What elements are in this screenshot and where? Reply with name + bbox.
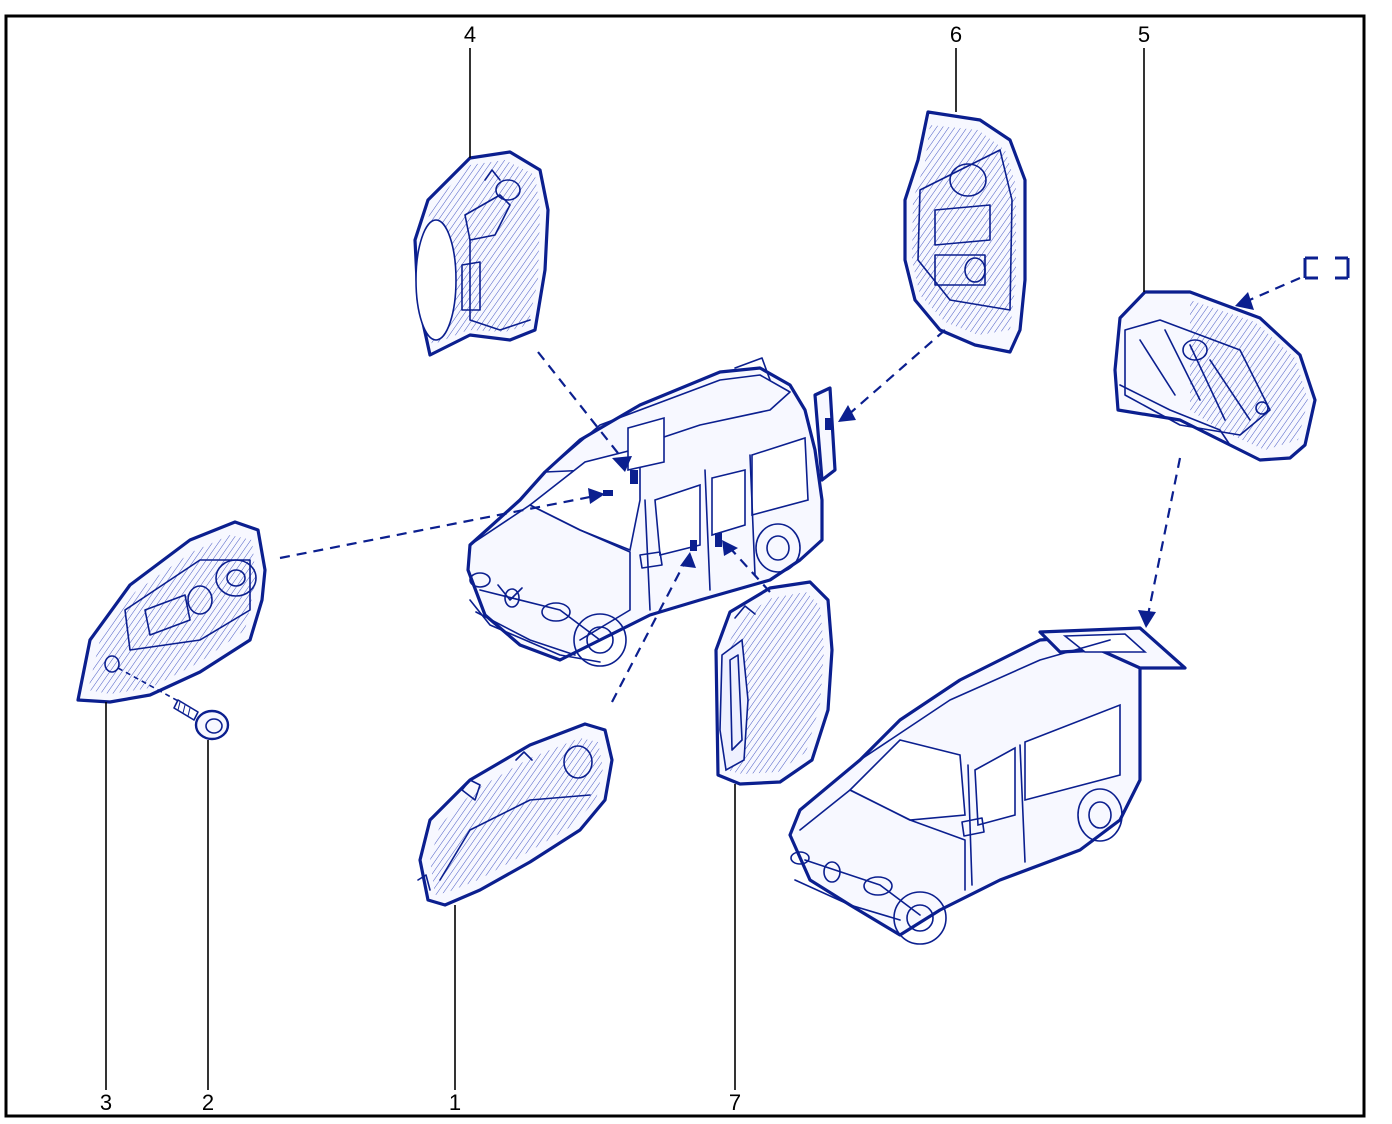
part-4-door-lock	[413, 150, 550, 357]
callout-3: 3	[100, 1090, 112, 1115]
part-5-tailgate-lock	[1113, 290, 1317, 462]
part-3-door-lock	[76, 520, 267, 704]
leader-lines	[105, 48, 1145, 1090]
callout-5: 5	[1138, 22, 1150, 47]
callout-2: 2	[202, 1090, 214, 1115]
callout-7: 7	[729, 1090, 741, 1115]
callout-4: 4	[464, 22, 476, 47]
callout-1: 1	[449, 1090, 461, 1115]
callout-labels: 4 6 5 3 2 1 7	[100, 22, 1150, 1115]
assembly-lines	[117, 276, 1301, 703]
van-tailgate-view-icon	[788, 626, 1187, 945]
part-1-lock-cover	[417, 722, 614, 907]
van-front-view-icon	[466, 357, 837, 667]
callout-6: 6	[950, 22, 962, 47]
dashed-location-box-icon	[1303, 256, 1350, 280]
screw-icon	[173, 699, 230, 741]
diagram-frame	[4, 14, 1366, 1118]
part-6-door-lock	[903, 110, 1027, 354]
part-7-door-handle	[714, 580, 834, 786]
